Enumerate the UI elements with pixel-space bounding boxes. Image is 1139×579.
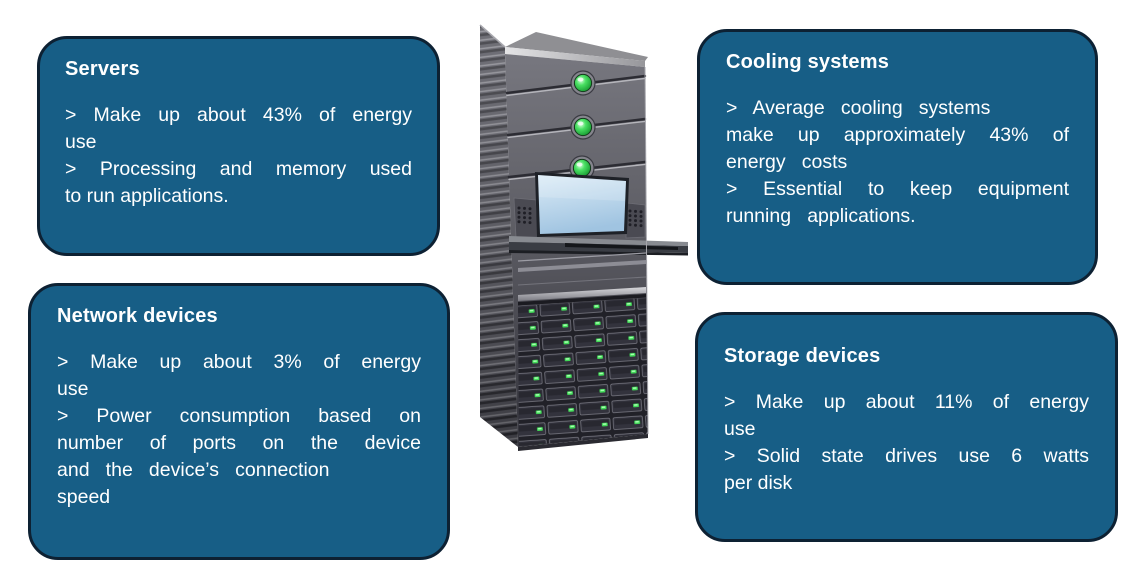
rack-side-vents [479, 24, 518, 447]
keyboard-tray [509, 236, 688, 256]
card-line: use [57, 378, 89, 400]
server-rack-svg [479, 24, 688, 451]
drive-bays [518, 298, 648, 446]
card-line: > Average cooling systems [726, 97, 991, 119]
info-card-storage-devices: Storage devices > Make up about 11% of e… [695, 312, 1118, 542]
info-card-cooling-systems: Cooling systems > Average cooling system… [697, 29, 1098, 285]
card-title-cooling-systems: Cooling systems [726, 51, 890, 73]
rack-top-face [505, 32, 648, 67]
card-line: speed [57, 486, 111, 508]
card-title-network-devices: Network devices [57, 305, 218, 327]
card-line: running applications. [726, 205, 916, 227]
card-line: > Make up about 3% of energy [57, 351, 421, 373]
card-line: use [724, 418, 756, 440]
card-body-storage-devices: > Make up about 11% of energy use > Soli… [724, 389, 1089, 497]
rack-base [518, 434, 648, 451]
card-body-network-devices: > Make up about 3% of energy use > Power… [57, 349, 421, 511]
monitor-screen [538, 175, 626, 234]
card-line: and the device’s connection [57, 459, 330, 481]
card-line: > Power consumption based on [57, 405, 421, 427]
card-line: number of ports on the device [57, 432, 421, 454]
info-card-network-devices: Network devices > Make up about 3% of en… [28, 283, 450, 560]
rack-lower-panels [517, 252, 647, 306]
card-line: to run applications. [65, 185, 229, 207]
server-rack-illustration [452, 3, 692, 463]
card-line: > Solid state drives use 6 watts [724, 445, 1089, 467]
card-line: > Make up about 11% of energy [724, 391, 1089, 413]
info-card-servers: Servers > Make up about 43% of energy us… [37, 36, 440, 256]
power-led [570, 114, 596, 140]
card-line: per disk [724, 472, 793, 494]
card-title-storage-devices: Storage devices [724, 345, 881, 367]
rack-screen-bay [513, 172, 646, 240]
card-line: > Make up about 43% of energy [65, 104, 412, 126]
card-line: energy costs [726, 151, 848, 173]
card-line: use [65, 131, 97, 153]
card-line: > Essential to keep equipment [726, 178, 1069, 200]
card-line: > Processing and memory used [65, 158, 412, 180]
card-title-servers: Servers [65, 58, 140, 80]
card-body-cooling-systems: > Average cooling systems make up approx… [726, 95, 1069, 230]
power-led [570, 70, 596, 96]
card-line: make up approximately 43% of [726, 124, 1069, 146]
card-body-servers: > Make up about 43% of energy use > Proc… [65, 102, 412, 210]
